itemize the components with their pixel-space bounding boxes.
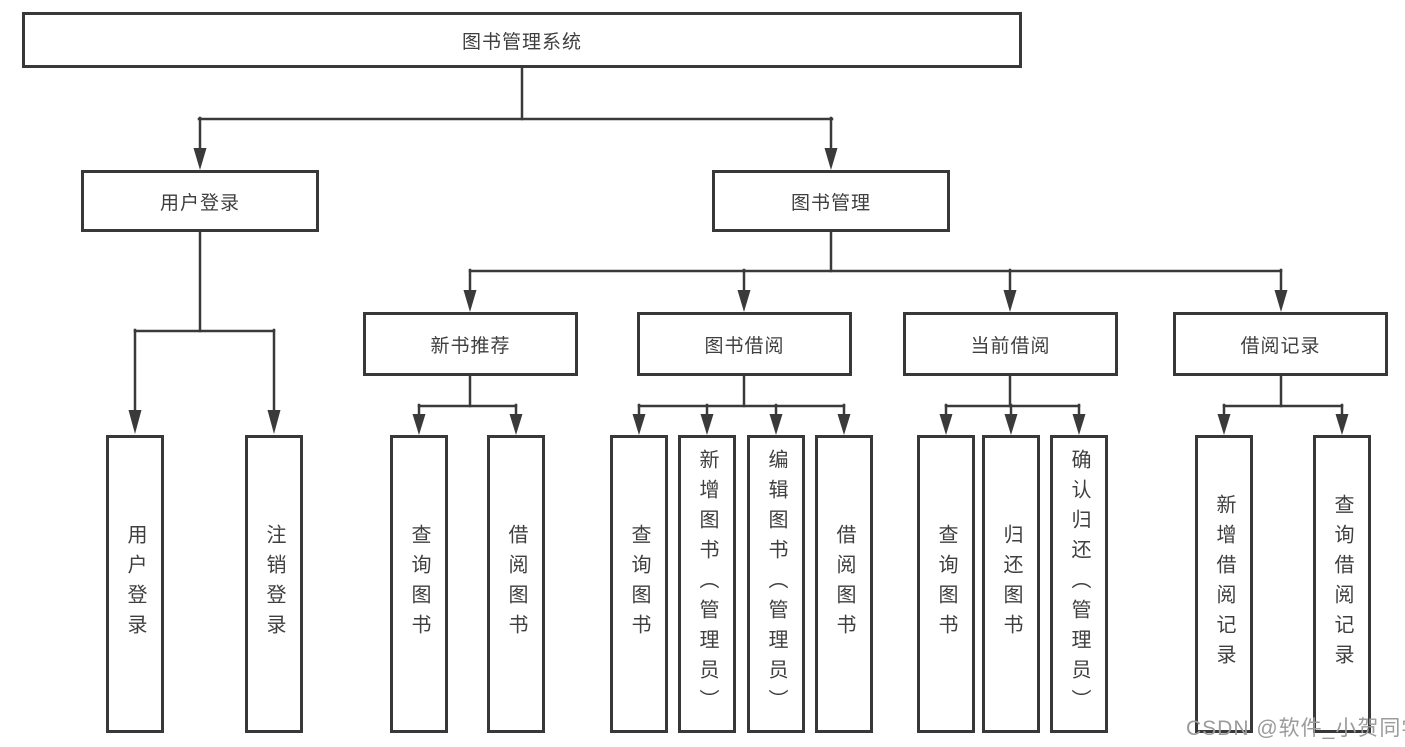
leaf-bb-query-books-label: 查询图书 [628, 524, 650, 644]
connector-book-mgmt-to-level3 [463, 230, 1288, 312]
connector-user-login-to-leaves [128, 230, 281, 434]
connector-current-borrowing-to-leaves [939, 374, 1086, 435]
node-root-library-management-system: 图书管理系统 [22, 12, 1022, 68]
node-borrowing-records: 借阅记录 [1173, 312, 1388, 376]
leaf-cb-confirm-return-admin: 确认归还（管理员） [1050, 435, 1108, 733]
node-book-borrowing: 图书借阅 [637, 312, 852, 376]
leaf-bb-add-books-admin-label: 新增图书（管理员） [696, 449, 718, 719]
leaf-cb-confirm-return-admin-label: 确认归还（管理员） [1068, 449, 1090, 719]
node-new-book-recommend: 新书推荐 [363, 312, 578, 376]
leaf-bb-edit-books-admin-label: 编辑图书（管理员） [765, 449, 787, 719]
leaf-cb-return-books: 归还图书 [982, 435, 1040, 733]
leaf-nbr-query-books-label: 查询图书 [408, 524, 430, 644]
leaf-user-login-label: 用户登录 [124, 524, 146, 644]
leaf-user-login: 用户登录 [106, 435, 164, 733]
leaf-bb-borrow-books-label: 借阅图书 [833, 524, 855, 644]
leaf-bb-query-books: 查询图书 [610, 435, 668, 733]
connector-root-to-level2 [193, 66, 838, 170]
node-user-login: 用户登录 [81, 170, 319, 232]
leaf-cb-query-books-label: 查询图书 [935, 524, 957, 644]
connector-book-borrowing-to-leaves [632, 374, 851, 435]
leaf-br-add-record: 新增借阅记录 [1195, 435, 1253, 733]
csdn-watermark: CSDN @软件_小贺同学 [1186, 717, 1405, 740]
leaf-bb-add-books-admin: 新增图书（管理员） [678, 435, 736, 733]
leaf-br-query-record-label: 查询借阅记录 [1331, 494, 1353, 674]
connector-new-book-recommend-to-leaves [412, 374, 523, 435]
leaf-nbr-query-books: 查询图书 [390, 435, 448, 733]
leaf-br-query-record: 查询借阅记录 [1313, 435, 1371, 733]
leaf-bb-edit-books-admin: 编辑图书（管理员） [747, 435, 805, 733]
node-current-borrowing: 当前借阅 [903, 312, 1118, 376]
leaf-nbr-borrow-books: 借阅图书 [487, 435, 545, 733]
leaf-logout-label: 注销登录 [263, 524, 285, 644]
connector-borrowing-records-to-leaves [1217, 374, 1349, 435]
leaf-cb-return-books-label: 归还图书 [1000, 524, 1022, 644]
leaf-bb-borrow-books: 借阅图书 [815, 435, 873, 733]
leaf-br-add-record-label: 新增借阅记录 [1213, 494, 1235, 674]
node-book-management: 图书管理 [712, 170, 950, 232]
leaf-logout: 注销登录 [245, 435, 303, 733]
leaf-cb-query-books: 查询图书 [917, 435, 975, 733]
leaf-nbr-borrow-books-label: 借阅图书 [505, 524, 527, 644]
